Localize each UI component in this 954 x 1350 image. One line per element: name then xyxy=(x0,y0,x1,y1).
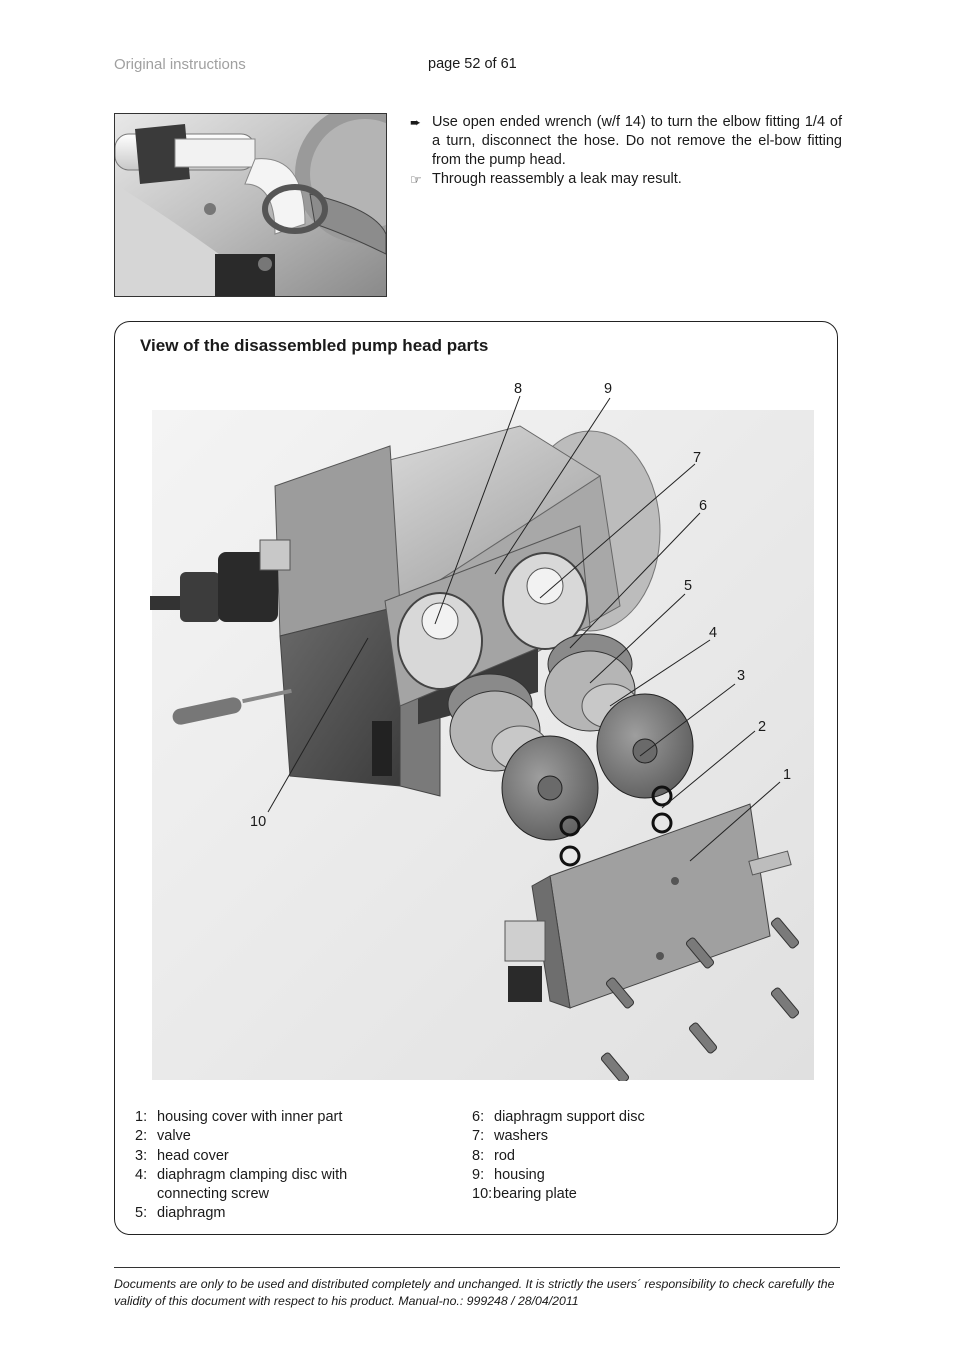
legend-left: 1:housing cover with inner part 2:valve … xyxy=(135,1108,445,1224)
legend-item: 1:housing cover with inner part xyxy=(135,1109,343,1125)
legend-item: 7:washers xyxy=(472,1128,548,1145)
callout-10: 10 xyxy=(250,814,266,830)
instruction-list: ➨ Use open ended wrench (w/f 14) to turn… xyxy=(410,113,842,189)
callout-8: 8 xyxy=(514,381,522,397)
page-number: page 52 of 61 xyxy=(428,56,517,72)
legend-item: 9:housing xyxy=(472,1166,545,1183)
callout-7: 7 xyxy=(693,450,701,466)
figure-panel xyxy=(114,321,838,1235)
legend-item: 5:diaphragm xyxy=(135,1205,226,1222)
legend-item: 10:bearing plate xyxy=(472,1186,577,1203)
legend-item: 3:head cover xyxy=(135,1147,229,1164)
instruction-note-text: Through reassembly a leak may result. xyxy=(432,171,682,187)
instruction-note: ☞ Through reassembly a leak may result. xyxy=(410,170,842,189)
callout-2: 2 xyxy=(758,719,766,735)
instruction-step: ➨ Use open ended wrench (w/f 14) to turn… xyxy=(410,113,842,170)
footer-note: Documents are only to be used and distri… xyxy=(114,1277,835,1308)
callout-6: 6 xyxy=(699,498,707,514)
panel-title: View of the disassembled pump head parts xyxy=(140,336,489,355)
legend-item: 2:valve xyxy=(135,1128,191,1145)
legend-right: 6:diaphragm support disc 7:washers 8:rod… xyxy=(472,1108,772,1204)
footer-divider xyxy=(114,1267,840,1268)
pointing-hand-icon: ☞ xyxy=(410,172,422,187)
exploded-view-figure: 1 2 3 4 5 6 7 8 9 10 xyxy=(150,376,820,1084)
legend-item: 6:diaphragm support disc xyxy=(472,1109,645,1125)
callout-4: 4 xyxy=(709,625,717,641)
legend-item: 4:diaphragm clamping disc with connectin… xyxy=(135,1166,348,1203)
instruction-text: Use open ended wrench (w/f 14) to turn t… xyxy=(432,114,842,168)
legend-item: 8:rod xyxy=(472,1147,515,1164)
arrow-right-icon: ➨ xyxy=(410,115,421,130)
callout-1: 1 xyxy=(783,767,791,783)
callout-9: 9 xyxy=(604,381,612,397)
callout-5: 5 xyxy=(684,578,692,594)
callout-3: 3 xyxy=(737,668,745,684)
wrench-photo xyxy=(114,113,387,297)
header-document-type: Original instructions xyxy=(114,56,246,73)
